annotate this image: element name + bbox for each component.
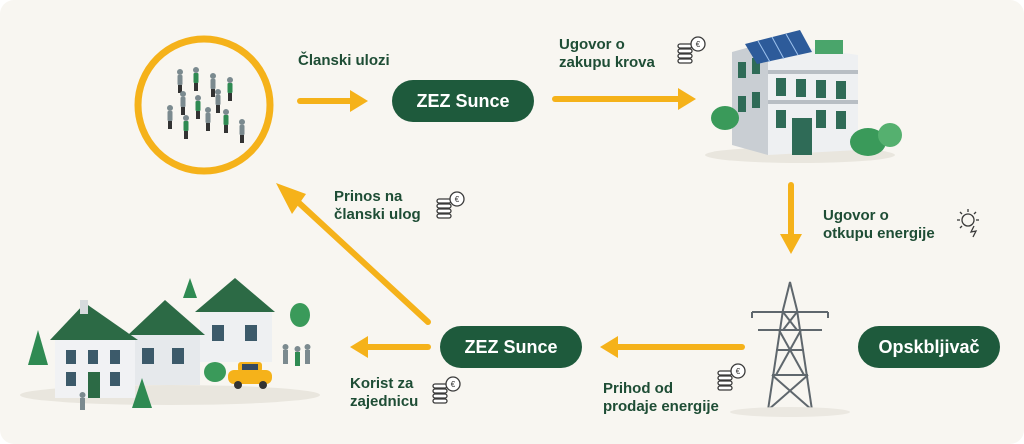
arrow-zez-to-houses bbox=[350, 336, 431, 358]
arrow-pylon-to-zez bbox=[600, 336, 745, 358]
coin-stack-icon: € bbox=[717, 363, 746, 391]
arrow-members-to-zez bbox=[297, 90, 368, 112]
sun-lightning-icon bbox=[957, 209, 979, 238]
label-community-benefit: Korist za zajednicu bbox=[350, 375, 419, 410]
supplier-node: Opskbljivač bbox=[858, 326, 1000, 368]
power-pylon-icon bbox=[751, 281, 829, 411]
flow-arrows bbox=[276, 88, 802, 358]
svg-text:€: € bbox=[736, 367, 741, 376]
zez-sunce-top-node: ZEZ Sunce bbox=[392, 80, 534, 122]
label-roof-lease: Ugovor o zakupu krova bbox=[559, 36, 655, 71]
label-sales-income: Prihod od prodaje energije bbox=[603, 380, 719, 415]
coin-stack-icon: € bbox=[432, 376, 461, 404]
coin-stack-icon: € bbox=[436, 191, 465, 219]
svg-text:€: € bbox=[451, 380, 456, 389]
svg-text:€: € bbox=[455, 195, 460, 204]
solar-building-icon bbox=[705, 30, 902, 163]
arrow-zez-to-members bbox=[276, 183, 431, 325]
label-energy-purchase: Ugovor o otkupu energije bbox=[823, 207, 935, 242]
arrow-zez-to-building bbox=[552, 88, 696, 110]
label-member-deposits: Članski ulozi bbox=[298, 52, 390, 69]
label-member-return: Prinos na članski ulog bbox=[334, 188, 421, 223]
svg-text:€: € bbox=[696, 40, 701, 49]
arrow-building-to-pylon bbox=[780, 182, 802, 254]
coin-stack-icon: € bbox=[677, 36, 706, 64]
zez-sunce-bottom-node: ZEZ Sunce bbox=[440, 326, 582, 368]
members-circle-icon bbox=[134, 35, 274, 175]
houses-with-car-icon bbox=[20, 278, 320, 410]
